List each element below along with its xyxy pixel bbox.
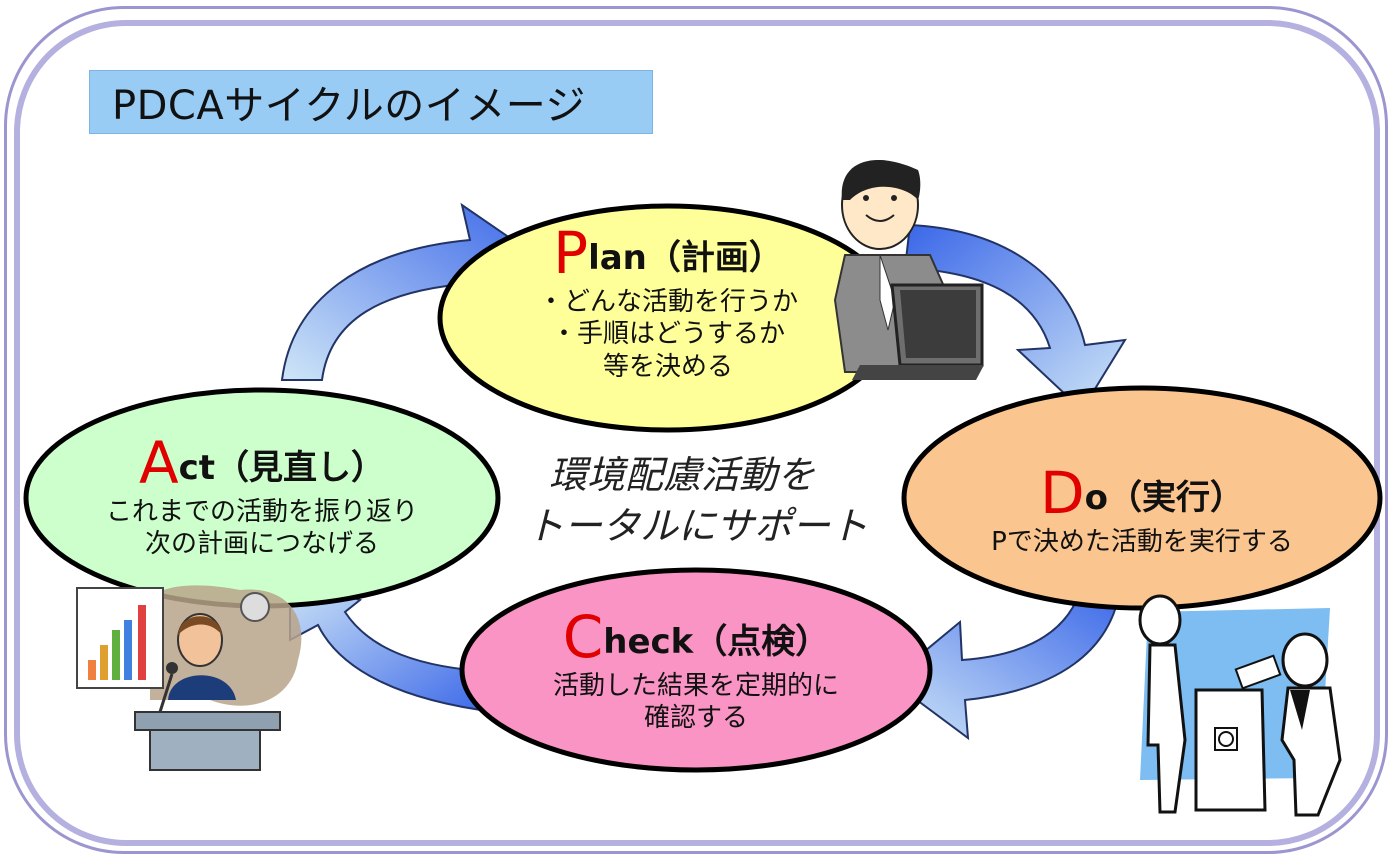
do-letter: D bbox=[1039, 459, 1085, 527]
check-line-1: 活動した結果を定期的に bbox=[552, 670, 839, 701]
plan-line-1: ・どんな活動を行うか bbox=[537, 286, 798, 317]
check-letter: C bbox=[562, 603, 604, 671]
do-line-1: Pで決めた活動を実行する bbox=[991, 526, 1293, 557]
center-caption: 環境配慮活動を トータルにサポート bbox=[512, 450, 882, 553]
act-label-group: Act（見直し） これまでの活動を振り返り 次の計画につなげる bbox=[60, 429, 464, 561]
act-line-2: 次の計画につなげる bbox=[144, 529, 379, 560]
do-heading-rest: o（実行） bbox=[1084, 478, 1245, 518]
plan-line-3: 等を決める bbox=[602, 351, 733, 382]
check-line-2: 確認する bbox=[643, 703, 748, 734]
do-label-group: Do（実行） Pで決めた活動を実行する bbox=[940, 459, 1344, 558]
plan-letter: P bbox=[553, 219, 589, 287]
center-caption-line-1: 環境配慮活動を bbox=[548, 453, 815, 497]
check-ellipse bbox=[459, 567, 933, 773]
inner-frame bbox=[14, 20, 1380, 846]
arrow-act-to-plan bbox=[280, 202, 547, 381]
act-line-1: これまでの活動を振り返り bbox=[105, 496, 418, 527]
check-heading-rest: heck（点検） bbox=[603, 622, 830, 662]
plan-label-group: Plan（計画） ・どんな活動を行うか ・手順はどうするか 等を決める bbox=[482, 219, 854, 383]
center-caption-line-2: トータルにサポート bbox=[525, 504, 868, 549]
check-label-group: Check（点検） 活動した結果を定期的に 確認する bbox=[506, 603, 886, 735]
arrow-plan-to-do bbox=[903, 223, 1127, 412]
act-heading: Act（見直し） bbox=[60, 429, 464, 497]
act-letter: A bbox=[138, 429, 179, 497]
recycling-figures-illustration bbox=[1138, 594, 1342, 817]
plan-heading: Plan（計画） bbox=[482, 219, 854, 287]
do-heading: Do（実行） bbox=[940, 459, 1344, 527]
arrow-do-to-check bbox=[888, 583, 1122, 741]
presenter-chart-illustration bbox=[76, 585, 302, 771]
businessman-laptop-illustration bbox=[833, 160, 984, 380]
plan-line-2: ・手順はどうするか bbox=[550, 319, 785, 350]
diagram-title: PDCAサイクルのイメージ bbox=[89, 70, 653, 134]
check-heading: Check（点検） bbox=[506, 603, 886, 671]
act-heading-rest: ct（見直し） bbox=[178, 448, 386, 488]
outer-frame bbox=[4, 6, 1388, 854]
plan-heading-rest: lan（計画） bbox=[588, 238, 783, 278]
